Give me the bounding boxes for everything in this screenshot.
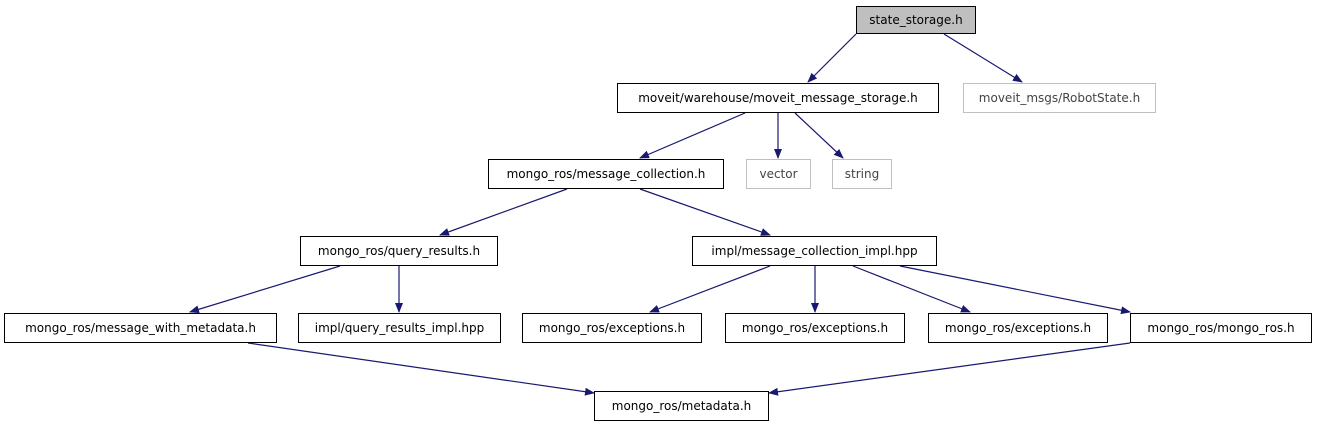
edge-state-storage-to-moveit-message-storage — [807, 33, 857, 83]
node-mongo-ros[interactable]: mongo_ros/mongo_ros.h — [1130, 313, 1312, 343]
node-string[interactable]: string — [832, 159, 892, 189]
node-robot-state-msg[interactable]: moveit_msgs/RobotState.h — [963, 83, 1156, 113]
edge-state-storage-to-robot-state-msg — [943, 33, 1023, 83]
edge-message-collection-impl-to-mongo-ros — [899, 265, 1131, 315]
edge-moveit-message-storage-to-string — [794, 112, 844, 159]
edge-message-collection-to-message-collection-impl — [639, 188, 771, 236]
edges-layer — [189, 33, 1131, 396]
node-message-collection[interactable]: mongo_ros/message_collection.h — [488, 159, 724, 189]
node-state-storage[interactable]: state_storage.h — [856, 6, 976, 34]
node-message-collection-impl[interactable]: impl/message_collection_impl.hpp — [692, 236, 937, 266]
node-exceptions-2[interactable]: mongo_ros/exceptions.h — [725, 313, 905, 343]
node-metadata[interactable]: mongo_ros/metadata.h — [594, 391, 769, 421]
edge-query-results-to-message-with-metadata — [189, 265, 341, 314]
edge-mongo-ros-to-metadata — [768, 342, 1131, 396]
edge-moveit-message-storage-to-message-collection — [639, 112, 746, 159]
node-message-with-metadata[interactable]: mongo_ros/message_with_metadata.h — [4, 313, 277, 343]
node-exceptions-1[interactable]: mongo_ros/exceptions.h — [522, 313, 702, 343]
edge-message-collection-impl-to-exceptions-3 — [852, 265, 971, 313]
node-query-results[interactable]: mongo_ros/query_results.h — [300, 236, 498, 266]
node-exceptions-3[interactable]: mongo_ros/exceptions.h — [928, 313, 1108, 343]
node-moveit-message-storage[interactable]: moveit/warehouse/moveit_message_storage.… — [617, 83, 939, 113]
node-vector[interactable]: vector — [746, 159, 811, 189]
node-query-results-impl[interactable]: impl/query_results_impl.hpp — [298, 313, 501, 343]
edge-message-collection-impl-to-exceptions-1 — [649, 265, 771, 313]
edge-message-with-metadata-to-metadata — [247, 342, 595, 396]
edge-message-collection-to-query-results — [439, 188, 568, 236]
